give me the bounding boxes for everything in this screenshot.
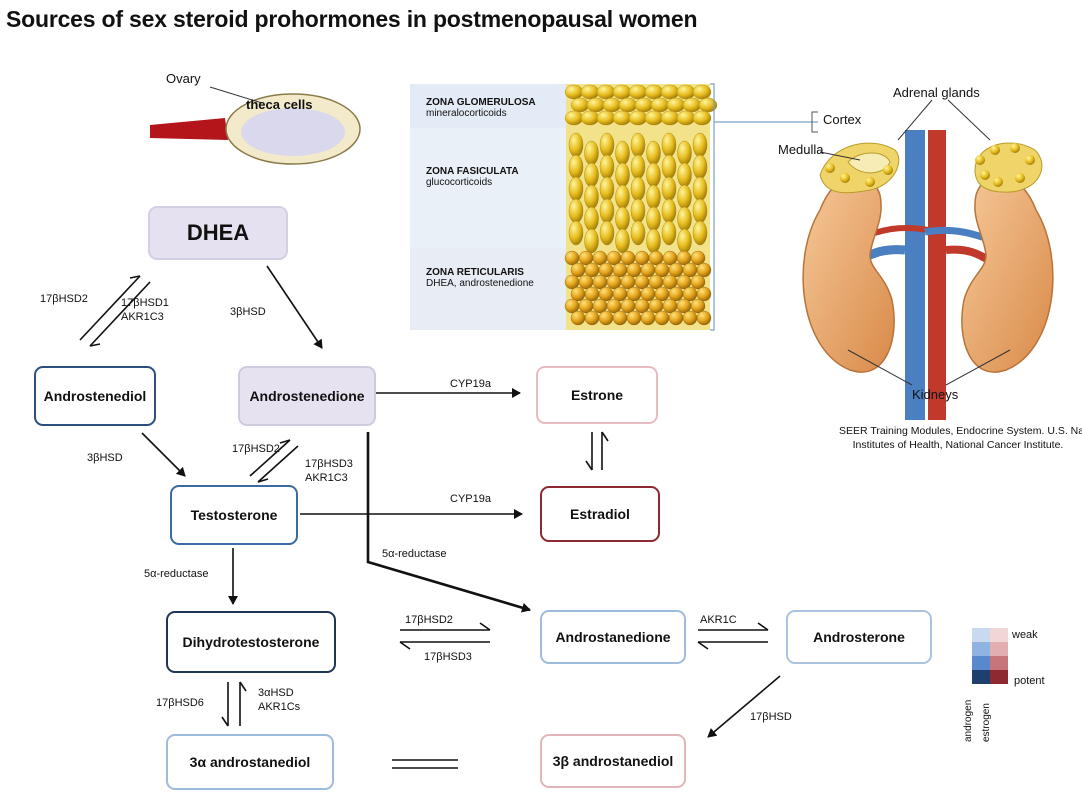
enzyme-label: CYP19a [450,378,491,390]
enzyme-label: 5α-reductase [382,548,447,560]
node-androstenediol: Androstenediol [34,366,156,426]
halfhead-g [221,716,229,727]
halfhead-h [239,681,247,692]
zone-reticularis-product: DHEA, androstenedione [426,278,534,289]
androstenedione-to-androstanedione-arrow [366,432,531,613]
zone-reticularis-label: ZONA RETICULARIS [426,267,524,278]
medulla-label: Medulla [778,142,824,157]
legend-androgen-label: androgen [963,699,974,742]
androstenediol-to-testosterone-arrow [141,432,186,477]
estrone-estradiol-halfhead-2 [601,431,609,442]
ovary-label: Ovary [166,71,201,86]
node-androsterone: Androsterone [786,610,932,664]
enzyme-label: 17βHSD6 [156,697,204,709]
enzyme-label: 17βHSD2 [40,293,88,305]
node-testosterone: Testosterone [170,485,298,545]
enzyme-label: 3βHSD [87,452,123,464]
halfhead-b [257,478,269,483]
image-citation: SEER Training Modules, Endocrine System.… [839,425,1082,451]
dhea-androstenediol-halfhead-2 [89,343,101,347]
node-3b-androstanediol: 3β androstanediol [540,734,686,788]
kidneys-illustration [802,99,1054,420]
ovary-illustration [150,86,361,165]
androstenedione-testosterone-arrow-1 [249,439,291,477]
halfhead-c [479,622,491,631]
zone-glomerulosa-product: mineralocorticoids [426,108,507,119]
zone-fasciculata-product: glucocorticoids [426,177,493,188]
halfhead-a [279,439,291,444]
potency-legend-scale [972,628,1008,684]
theca-cells-label: theca cells [246,97,313,112]
node-3a-androstanediol: 3α androstanediol [166,734,334,790]
node-dhea: DHEA [148,206,288,260]
legend-potent-label: potent [1014,675,1045,687]
legend-weak-label: weak [1012,629,1038,641]
enzyme-label: 5α-reductase [144,568,209,580]
node-androstanedione: Androstanedione [540,610,686,664]
node-estradiol: Estradiol [540,486,660,542]
node-estrone: Estrone [536,366,658,424]
dhea-to-androstenedione-arrow [266,265,323,349]
zone-glomerulosa-label: ZONA GLOMERULOSA [426,97,536,108]
halfhead-f [697,641,709,650]
legend-estrogen-label: estrogen [981,703,992,742]
androsterone-to-3b-arrow [707,675,781,738]
androstenediol-to-dhea-arrow [89,281,151,347]
enzyme-label: CYP19a [450,493,491,505]
estrone-estradiol-halfhead-1 [585,460,593,471]
androstenedione-testosterone-arrow-2 [257,445,299,483]
kidneys-label: Kidneys [912,387,959,402]
zone-fasciculata-label: ZONA FASICULATA [426,166,519,177]
adrenal-cortex-illustration [410,83,818,331]
dhea-to-androstenediol-arrow [79,275,141,341]
dhea-androstenediol-halfhead-1 [129,275,141,279]
halfhead-d [399,641,411,650]
enzyme-label: 3βHSD [230,306,266,318]
pathway-connectors [79,265,781,769]
page-title: Sources of sex steroid prohormones in po… [6,6,698,32]
enzyme-label: 17βHSD [750,711,792,723]
halfhead-e [757,622,769,631]
adrenal-glands-label: Adrenal glands [893,85,980,100]
cortex-label: Cortex [823,112,862,127]
node-androstenedione: Androstenedione [238,366,376,426]
enzyme-label: 17βHSD3 [424,651,472,663]
enzyme-label: 17βHSD2 [232,443,280,455]
node-dihydrotestosterone: Dihydrotestosterone [166,611,336,673]
enzyme-label: AKR1C [700,614,737,626]
enzyme-label: 17βHSD2 [405,614,453,626]
